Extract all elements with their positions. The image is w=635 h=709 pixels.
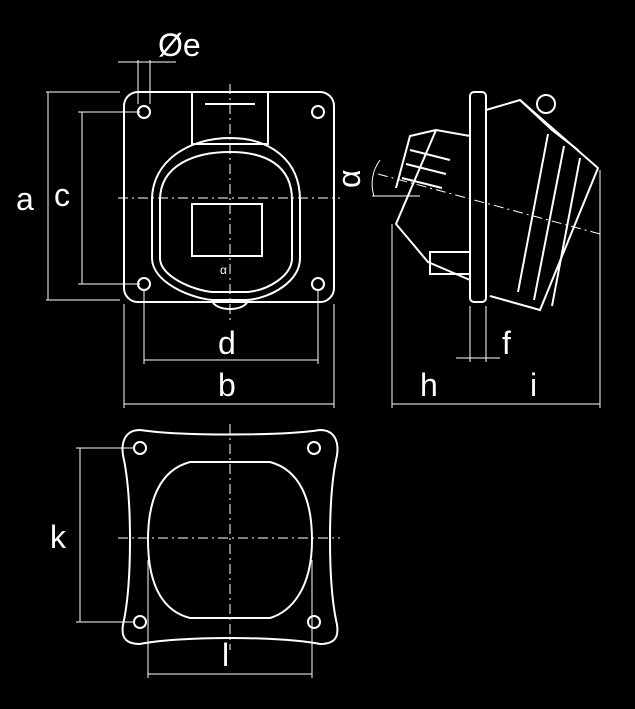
side-housing xyxy=(485,98,600,312)
angle-alpha-label: α xyxy=(331,170,367,189)
dim-a-label: a xyxy=(16,181,34,217)
side-rib-2 xyxy=(533,145,565,301)
mounting-hole-br xyxy=(311,277,325,291)
cutout-view: k l xyxy=(50,424,340,678)
side-rib-1 xyxy=(517,133,549,293)
side-view: α f h i xyxy=(331,91,601,408)
rear-base xyxy=(429,251,471,275)
dim-i-label: i xyxy=(530,367,537,403)
dim-c-label: c xyxy=(54,177,70,213)
rear-body xyxy=(394,128,471,281)
dim-d-label: d xyxy=(218,325,236,361)
dim-e-label: Øe xyxy=(158,27,201,63)
dim-l-label: l xyxy=(222,637,229,673)
front-view: α a c Øe d b xyxy=(16,27,340,408)
cutout-hole-tr xyxy=(307,441,321,455)
rear-fins xyxy=(401,149,451,189)
lid-symbol: α xyxy=(220,263,227,277)
cutout-hole-tl xyxy=(133,441,147,455)
cutout-plate xyxy=(121,428,339,646)
socket-lid-inner xyxy=(159,150,293,293)
side-housing-top xyxy=(519,99,579,151)
socket-lid xyxy=(151,136,301,301)
side-rib-3 xyxy=(551,157,581,307)
side-panel xyxy=(469,91,487,303)
cutout-hole-br xyxy=(307,615,321,629)
angle-arc xyxy=(371,159,381,197)
rear-top xyxy=(395,129,437,189)
dim-h-label: h xyxy=(420,367,438,403)
label-window xyxy=(191,203,263,257)
dim-b-label: b xyxy=(218,367,236,403)
dim-k-label: k xyxy=(50,519,67,555)
side-axis-centerline xyxy=(377,173,601,235)
mounting-hole-tr xyxy=(311,105,325,119)
cutout-hole-bl xyxy=(133,615,147,629)
cutout-opening xyxy=(146,461,314,619)
side-screw xyxy=(536,94,556,114)
dim-f-label: f xyxy=(502,325,511,361)
